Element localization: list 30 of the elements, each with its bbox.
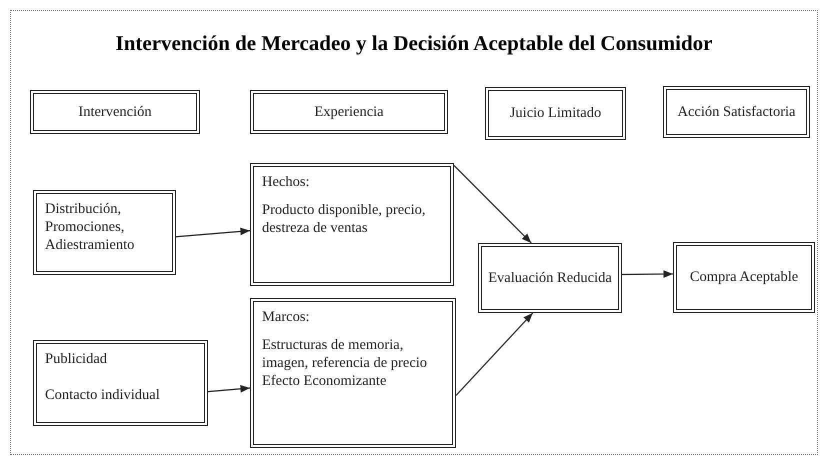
box-text: Publicidad — [45, 350, 108, 368]
arrow — [454, 165, 532, 244]
box-text: Producto disponible, precio, destreza de ventas — [262, 201, 427, 238]
box-text: Intervención — [78, 102, 152, 122]
box-text: Distribución, Promociones, Adiestramiento — [45, 200, 136, 254]
box-text: Marcos: — [262, 308, 311, 326]
box-text: Acción Satisfactoria — [678, 102, 796, 122]
stage-box — [478, 243, 622, 313]
box-text: Evaluación Reducida — [488, 268, 612, 288]
diagram-title: Intervención de Mercadeo y la Decisión Aceptable del Consumidor — [114, 31, 714, 56]
box-text: Experiencia — [314, 102, 384, 122]
box-text: Hechos: — [262, 173, 311, 192]
content-box — [33, 340, 208, 426]
box-text: Efecto Economizante — [262, 372, 388, 390]
content-box — [250, 163, 454, 286]
stage-box — [663, 86, 810, 138]
arrow — [176, 228, 250, 238]
content-box — [250, 298, 456, 448]
stage-box — [250, 90, 448, 134]
box-text: Juicio Limitado — [510, 104, 602, 123]
box-text: Compra Aceptable — [690, 268, 798, 287]
arrow — [456, 312, 534, 396]
stage-box — [30, 90, 200, 134]
box-text: Contacto individual — [45, 386, 161, 404]
stage-box — [673, 242, 815, 313]
box-text: Estructuras de memoria, imagen, referencia de precio — [262, 336, 428, 372]
arrow — [208, 385, 250, 393]
content-box — [33, 190, 176, 275]
stage-box — [485, 87, 626, 140]
arrow — [622, 270, 673, 278]
